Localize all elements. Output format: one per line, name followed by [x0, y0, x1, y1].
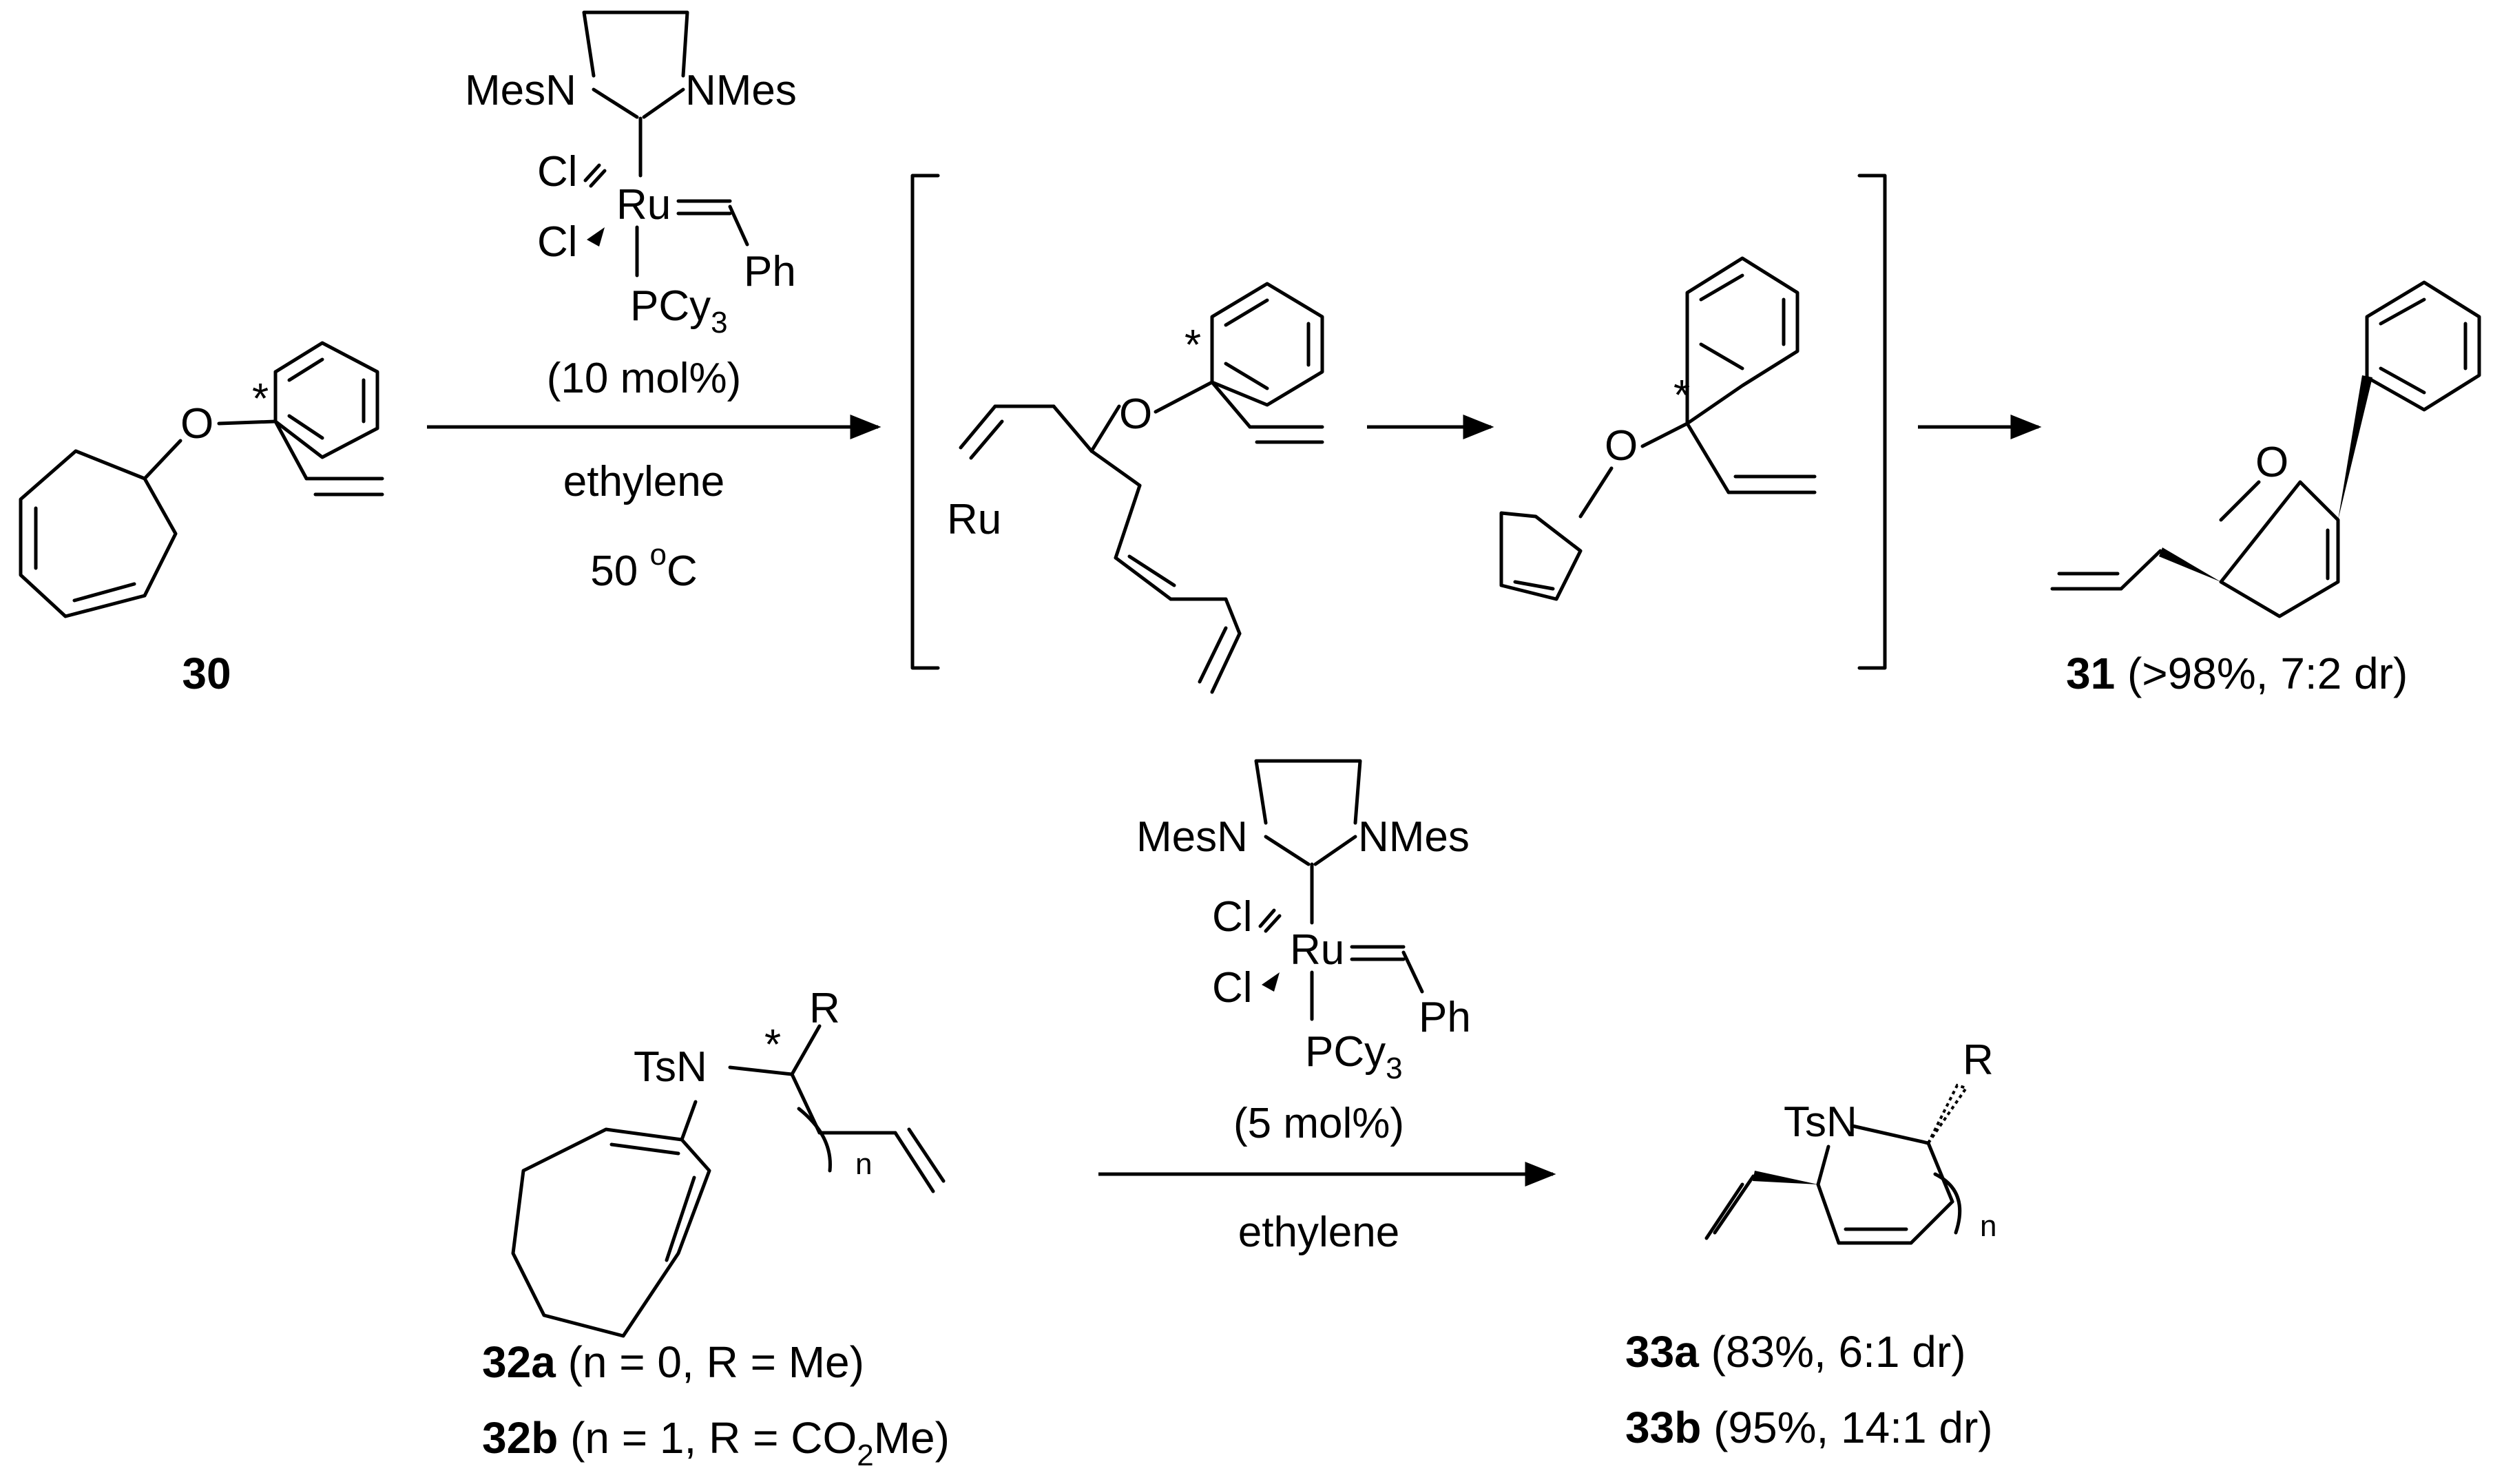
- reaction1-temperature: 50 oC: [590, 538, 697, 595]
- ruthenium-intermediate: O * Ru: [947, 282, 1324, 694]
- cyclopentene-intermediate: O *: [1499, 256, 1817, 601]
- compound-32b-label: 32b (n = 1, R = CO2Me): [482, 1413, 950, 1472]
- product33-n-index: n: [1980, 1209, 1996, 1243]
- compound32-n-index: n: [855, 1147, 872, 1181]
- tsn-group: TsN: [634, 1043, 707, 1091]
- product31-oxygen: O: [2255, 439, 2288, 486]
- reaction1-reagent: ethylene: [563, 458, 724, 505]
- catalyst1-cl-bottom: Cl: [537, 218, 578, 266]
- catalyst2-cl-top: Cl: [1212, 893, 1253, 941]
- bracket-right: [1857, 174, 1887, 670]
- intermediate-star: *: [1185, 322, 1201, 369]
- compound-30-ring: [19, 449, 178, 618]
- catalyst1-pcy3: PCy3: [630, 282, 728, 339]
- compound-30-label: 30: [182, 649, 231, 698]
- catalyst1-cl-top: Cl: [537, 148, 578, 196]
- cyclopentene-oxygen: O: [1605, 422, 1638, 470]
- reaction2-reagent: ethylene: [1238, 1209, 1399, 1256]
- grubbs-catalyst-1: MesN NMes Cl Ru Cl Ph PCy3 (10 mol%): [465, 10, 797, 402]
- catalyst2-pcy3: PCy3: [1305, 1028, 1403, 1085]
- compound32-star: *: [764, 1021, 781, 1069]
- compound-33: TsN R n 33a (83%, 6:1 dr) 33b (95%, 14:1…: [1625, 1036, 1996, 1452]
- stereocenter-star: *: [252, 375, 269, 423]
- catalyst2-ru: Ru: [1290, 926, 1344, 974]
- grubbs-catalyst-2: MesN NMes Cl Ru Cl Ph PCy3 (5 mol%): [1136, 759, 1471, 1147]
- catalyst1-nmes: NMes: [685, 67, 797, 114]
- bracket-left: [910, 174, 940, 670]
- catalyst2-loading: (5 mol%): [1233, 1100, 1404, 1147]
- catalyst2-cl-bottom: Cl: [1212, 964, 1253, 1012]
- compound-33b-label: 33b (95%, 14:1 dr): [1625, 1403, 1993, 1452]
- catalyst2-mesn: MesN: [1136, 813, 1248, 861]
- catalyst2-ph: Ph: [1419, 994, 1471, 1041]
- compound-33a-label: 33a (83%, 6:1 dr): [1625, 1327, 1966, 1377]
- catalyst1-loading: (10 mol%): [547, 355, 742, 402]
- compound-31: O 31 (>98%, 7:2 dr): [2050, 280, 2481, 698]
- compound-31-label: 31 (>98%, 7:2 dr): [2066, 649, 2408, 698]
- oxygen-atom: O: [180, 400, 213, 448]
- intermediate-ru: Ru: [947, 496, 1001, 543]
- compound-30: O * 30: [19, 341, 384, 698]
- product33-r: R: [1963, 1036, 1994, 1084]
- catalyst1-mesn: MesN: [465, 67, 576, 114]
- cyclooctadiene-ring: [511, 1127, 711, 1338]
- catalyst1-ph: Ph: [744, 248, 796, 295]
- compound32-r: R: [809, 985, 840, 1032]
- catalyst1-ru: Ru: [616, 181, 671, 229]
- catalyst2-nmes: NMes: [1358, 813, 1470, 861]
- intermediate-oxygen: O: [1119, 390, 1152, 438]
- compound-32a-label: 32a (n = 0, R = Me): [482, 1337, 864, 1387]
- product33-tsn: TsN: [1784, 1098, 1857, 1146]
- compound-32: TsN * R n 32a (n = 0, R = Me) 32b (n = 1…: [482, 985, 950, 1472]
